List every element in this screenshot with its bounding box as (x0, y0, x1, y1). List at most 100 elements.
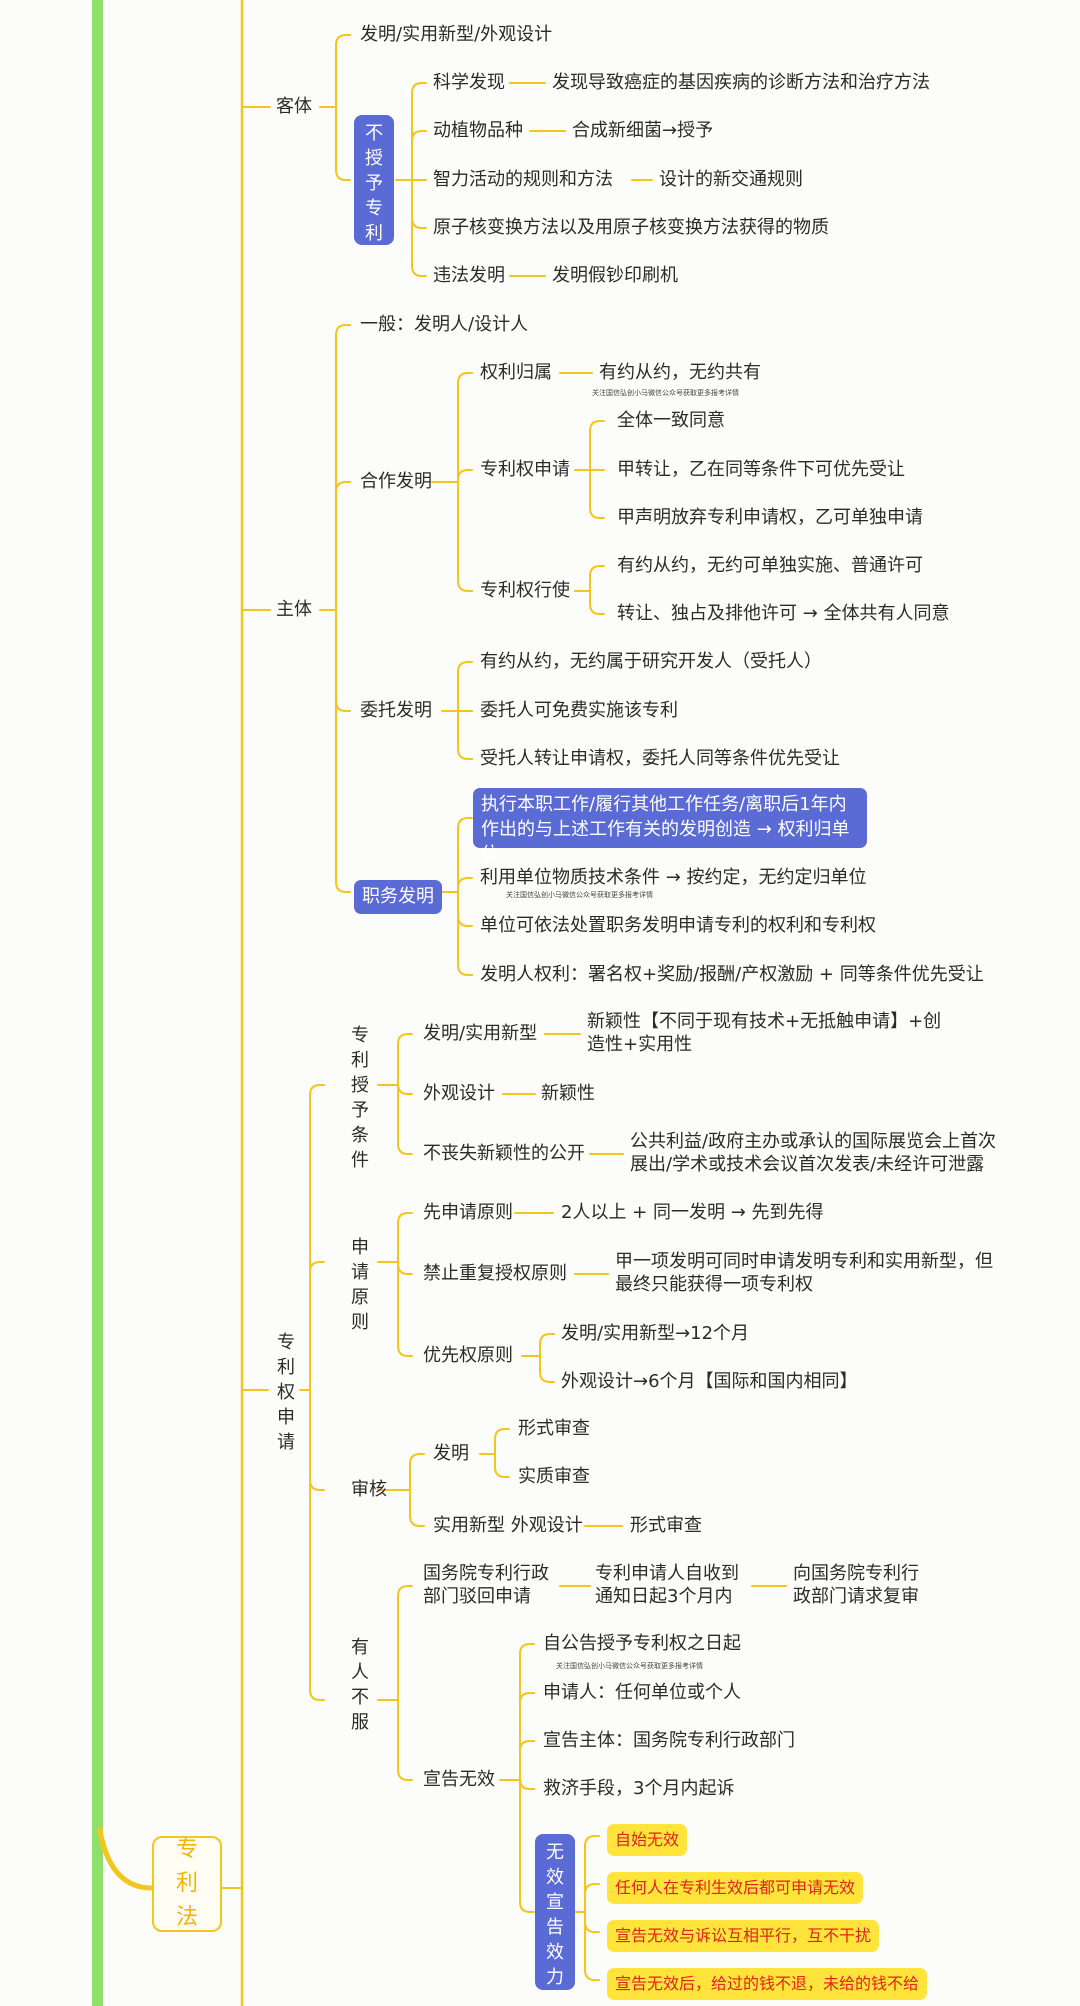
connector-26 (335, 881, 351, 893)
node-wuxiao-item-4[interactable]: 救济手段，3个月内起诉 (543, 1778, 735, 1799)
connector-52 (457, 964, 473, 976)
node-shenhe-faming[interactable]: 发明 (433, 1443, 469, 1464)
connector-84 (494, 1428, 510, 1440)
node-not-granted[interactable]: 不授予专利 (354, 115, 394, 245)
node-weituo-item-3[interactable]: 受托人转让申请权，委托人同等条件优先受让 (480, 748, 840, 769)
node-hezuo[interactable]: 合作发明 (360, 471, 432, 492)
node-xiaoli-item-4[interactable]: 宣告无效后，给过的钱不退，未给的钱不给 (607, 1968, 928, 2000)
connector-63 (397, 1143, 413, 1155)
connector-50 (457, 877, 473, 889)
watermark-2: 关注国信弘创小马微信公众号获取更多报考详情 (506, 891, 653, 899)
connector-16 (411, 265, 427, 277)
node-youxian-item-2[interactable]: 外观设计→6个月【国际和国内相同】 (561, 1371, 858, 1392)
node-tiaojian-item-1[interactable]: 发明/实用新型 (423, 1023, 538, 1044)
connector-46 (457, 748, 473, 760)
node-shenqing-item-2[interactable]: 甲转让，乙在同等条件下可优先受让 (617, 459, 905, 480)
node-shenqing-item-3[interactable]: 甲声明放弃专利申请权，乙可单独申请 (617, 507, 923, 528)
connector-61 (397, 1033, 413, 1045)
node-quanli-val[interactable]: 有约从约，无约共有 (599, 362, 761, 383)
connector-77 (539, 1371, 555, 1383)
connector-15 (411, 217, 427, 229)
connector-13 (411, 130, 427, 142)
node-wuxiao-item-1[interactable]: 自公告授予专利权之日起 (543, 1633, 741, 1654)
connector-80 (409, 1453, 425, 1465)
node-xingshi[interactable]: 专利权行使 (480, 580, 570, 601)
node-youxian[interactable]: 优先权原则 (423, 1345, 513, 1366)
node-weituo-item-1[interactable]: 有约从约，无约属于研究开发人（受托人） (480, 651, 822, 672)
connector-24 (335, 481, 351, 493)
node-jinzhi-val[interactable]: 甲一项发明可同时申请发明专利和实用新型，但最终只能获得一项专利权 (615, 1251, 993, 1295)
node-xingshi-item-1[interactable]: 有约从约，无约可单独实施、普通许可 (617, 555, 923, 576)
node-tiaojian-val-2[interactable]: 新颖性 (541, 1083, 595, 1104)
connector-41 (589, 603, 605, 615)
node-zhiwu[interactable]: 职务发明 (354, 880, 442, 914)
node-bohui[interactable]: 国务院专利行政部门驳回申请 (423, 1563, 549, 1607)
node-tiaojian-val-3[interactable]: 公共利益/政府主办或承认的国际展览会上首次展出/学术或技术会议首次发表/未经许可… (630, 1131, 997, 1175)
connector-103 (584, 1883, 600, 1895)
connector-97 (519, 1740, 535, 1752)
node-quanli[interactable]: 权利归属 (480, 362, 552, 383)
connector-99 (519, 1901, 535, 1913)
node-zhuti-general[interactable]: 一般：发明人/设计人 (360, 314, 529, 335)
node-bohui-mid[interactable]: 专利申请人自收到通知日起3个月内 (595, 1563, 739, 1607)
node-shenqing-item-1[interactable]: 全体一致同意 (617, 410, 725, 431)
node-shenhe-faming-item-2[interactable]: 实质审查 (518, 1466, 590, 1487)
node-keti-item-4[interactable]: 原子核变换方法以及用原子核变换方法获得的物质 (433, 217, 829, 238)
node-wuxiao-item-3[interactable]: 宣告主体：国务院专利行政部门 (543, 1730, 795, 1751)
node-keti-item-5[interactable]: 违法发明 (433, 265, 505, 286)
node-keti-example-3[interactable]: 设计的新交通规则 (659, 169, 803, 190)
node-shenhe[interactable]: 审核 (351, 1479, 387, 1500)
node-tiaojian-val-1[interactable]: 新颖性【不同于现有技术+无抵触申请】+创造性+实用性 (587, 1011, 942, 1055)
connector-30 (457, 469, 473, 481)
node-hezuo-shenqing[interactable]: 专利权申请 (480, 459, 570, 480)
left-green-bar (92, 0, 103, 2006)
connector-29 (457, 372, 473, 384)
node-wuxiao[interactable]: 宣告无效 (423, 1769, 495, 1790)
connector-23 (335, 324, 351, 336)
node-shenhe-shiyong-val[interactable]: 形式审查 (630, 1515, 702, 1536)
connector-35 (589, 420, 605, 432)
root-node[interactable]: 专利法 (152, 1836, 222, 1932)
node-xian-val[interactable]: 2人以上 + 同一发明 → 先到先得 (561, 1202, 824, 1223)
node-jinzhi[interactable]: 禁止重复授权原则 (423, 1263, 567, 1284)
node-keti-design[interactable]: 发明/实用新型/外观设计 (360, 24, 553, 45)
node-zhiwu-box[interactable]: 执行本职工作/履行其他工作任务/离职后1年内作出的与上述工作有关的发明创造 → … (473, 788, 867, 865)
node-bufu[interactable]: 有人不服 (351, 1637, 369, 1733)
node-xingshi-item-2[interactable]: 转让、独占及排他许可 → 全体共有人同意 (617, 603, 950, 624)
node-shenqing[interactable]: 专利权申请 (277, 1332, 295, 1453)
node-tiaojian-item-3[interactable]: 不丧失新颖性的公开 (423, 1143, 585, 1164)
connector-56 (309, 1261, 325, 1273)
root-label: 专利法 (175, 1837, 198, 1930)
node-keti-item-2[interactable]: 动植物品种 (433, 120, 523, 141)
node-weituo[interactable]: 委托发明 (360, 700, 432, 721)
node-youxian-item-1[interactable]: 发明/实用新型→12个月 (561, 1323, 750, 1344)
node-keti-example-1[interactable]: 发现导致癌症的基因疾病的诊断方法和治疗方法 (552, 72, 930, 93)
node-shenhe-faming-item-1[interactable]: 形式审查 (518, 1418, 590, 1439)
connector-8 (335, 34, 351, 46)
node-xiaoli[interactable]: 无效宣告效力 (535, 1834, 575, 1990)
node-yuanze[interactable]: 申请原则 (351, 1237, 369, 1333)
node-tiaojian[interactable]: 专利授予条件 (351, 1025, 369, 1171)
node-bohui-end[interactable]: 向国务院专利行政部门请求复审 (793, 1563, 919, 1607)
connector-102 (584, 1835, 600, 1847)
node-xiaoli-item-2[interactable]: 任何人在专利生效后都可申请无效 (607, 1872, 864, 1904)
node-keti-example-5[interactable]: 发明假钞印刷机 (552, 265, 678, 286)
node-weituo-item-2[interactable]: 委托人可免费实施该专利 (480, 700, 678, 721)
node-zhiwu-item-1[interactable]: 利用单位物质技术条件 → 按约定，无约定归单位 (480, 867, 867, 888)
node-keti-item-3[interactable]: 智力活动的规则和方法 (433, 169, 613, 190)
connector-98 (519, 1778, 535, 1790)
node-xiaoli-item-1[interactable]: 自始无效 (607, 1824, 688, 1856)
node-tiaojian-item-2[interactable]: 外观设计 (423, 1083, 495, 1104)
node-keti-item-1[interactable]: 科学发现 (433, 72, 505, 93)
node-keti-example-2[interactable]: 合成新细菌→授予 (572, 120, 714, 141)
node-shenhe-shiyong[interactable]: 实用新型 外观设计 (433, 1515, 583, 1536)
node-xian[interactable]: 先申请原则 (423, 1202, 513, 1223)
connector-1 (97, 1827, 155, 1891)
node-keti[interactable]: 客体 (276, 96, 312, 117)
node-zhiwu-item-3[interactable]: 发明人权利：署名权+奖励/报酬/产权激励 + 同等条件优先受让 (480, 964, 984, 985)
node-xiaoli-item-3[interactable]: 宣告无效与诉讼互相平行，互不干扰 (607, 1920, 880, 1952)
node-zhiwu-item-2[interactable]: 单位可依法处置职务发明申请专利的权利和专利权 (480, 915, 876, 936)
node-wuxiao-item-2[interactable]: 申请人：任何单位或个人 (543, 1682, 741, 1703)
node-zhuti[interactable]: 主体 (276, 599, 312, 620)
connector-58 (309, 1689, 325, 1701)
